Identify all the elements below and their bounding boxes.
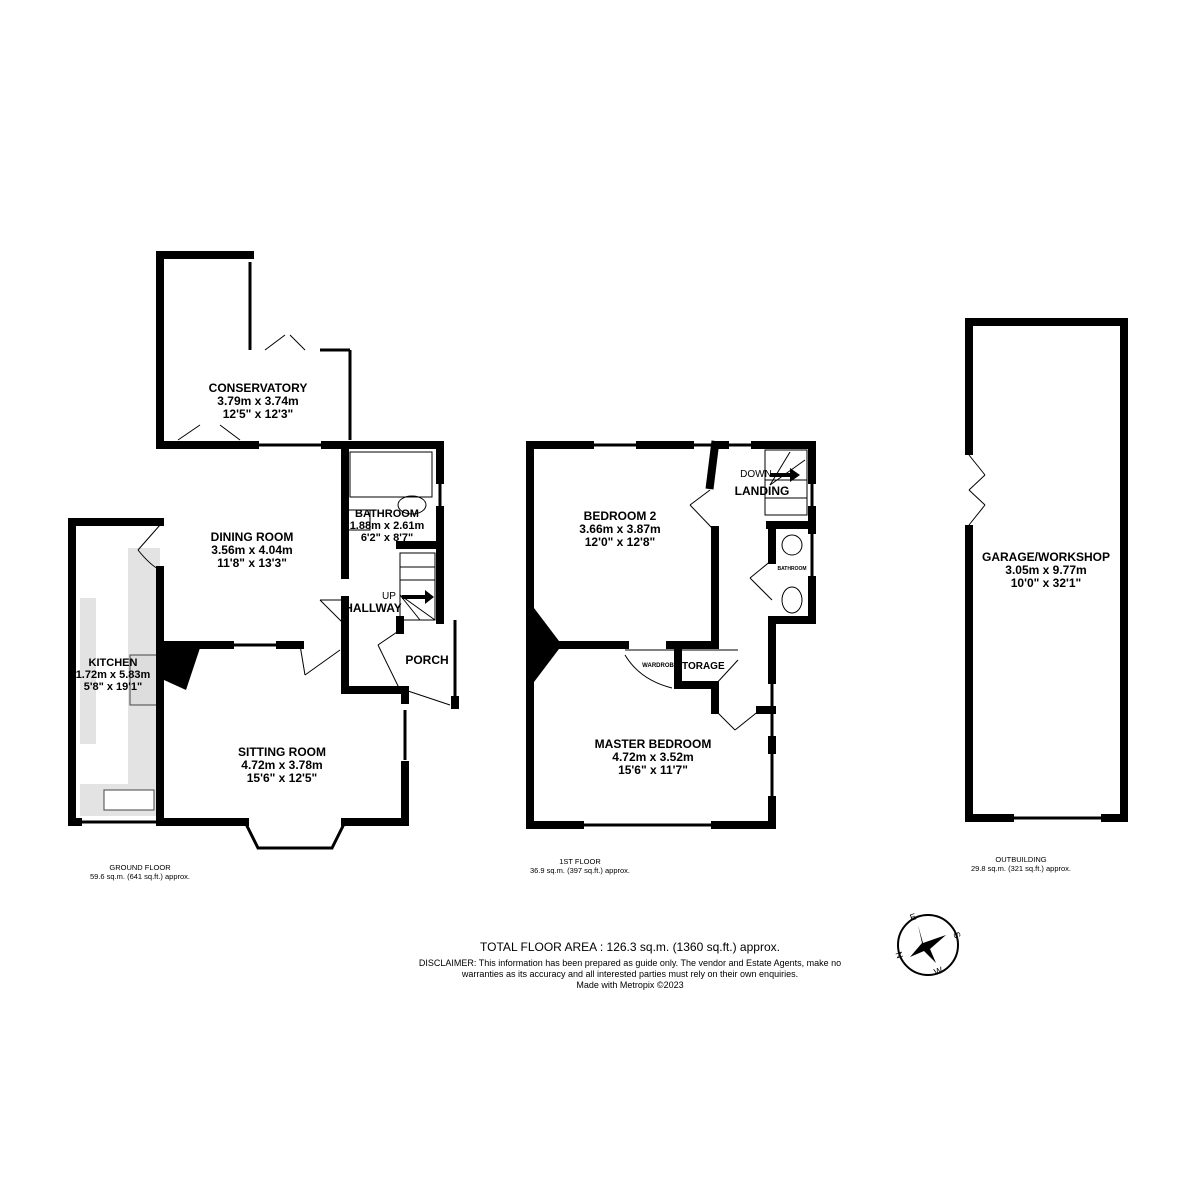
room-label-bedroom-2: BEDROOM 2 3.66m x 3.87m 12'0" x 12'8" [579,510,660,549]
room-imperial: 6'2" x 8'7" [360,532,414,544]
stairs-up-label: UP [382,591,396,602]
shower-tray-icon [349,451,433,498]
room-label-master-bedroom: MASTER BEDROOM 4.72m x 3.52m 15'6" x 11'… [595,738,712,777]
room-imperial: 11'8" x 13'3" [217,556,287,570]
first-floor-caption: 1ST FLOOR 36.9 sq.m. (397 sq.ft.) approx… [530,857,630,875]
room-metric: 3.79m x 3.74m [217,394,299,408]
disclaimer: DISCLAIMER: This information has been pr… [419,958,841,991]
stairs-down-label: DOWN [740,469,772,480]
room-name: BATHROOM [355,508,419,520]
first-floor-plan [526,440,816,829]
room-imperial: 15'6" x 11'7" [618,763,688,777]
room-metric: 3.66m x 3.87m [579,522,661,536]
room-metric: 3.05m x 9.77m [1005,563,1087,577]
floor-name: GROUND FLOOR [109,863,171,872]
floor-area: 29.8 sq.m. (321 sq.ft.) approx. [970,864,1072,873]
room-label-bathroom: BATHROOM 1.88m x 2.61m 6'2" x 8'7" [350,508,425,544]
chimney-breast [164,648,200,690]
room-name: LANDING [734,484,790,498]
room-metric: 4.72m x 3.78m [241,758,323,772]
sink-icon [103,789,155,811]
floor-name: 1ST FLOOR [559,857,601,866]
room-metric: 3.56m x 4.04m [211,543,293,557]
room-name: HALLWAY [344,601,402,615]
room-label-hallway: HALLWAY [344,602,402,615]
stairs-arrow-icon [770,468,800,482]
room-name: MASTER BEDROOM [594,737,712,751]
room-label-wardrobe: WARDROBE [642,663,678,670]
kitchen-counter [80,598,96,744]
ground-floor-plan [68,251,459,850]
room-name: DINING ROOM [210,530,294,544]
disclaimer-line: DISCLAIMER: This information has been pr… [418,958,842,968]
room-metric: 1.72m x 5.83m [75,669,151,681]
stairs [764,449,808,516]
stairs-arrow-icon [402,590,434,604]
basin-icon [781,534,803,556]
room-imperial: 5'8" x 19'1" [83,681,143,693]
outbuilding-plan [964,318,1128,822]
room-label-sitting-room: SITTING ROOM 4.72m x 3.78m 15'6" x 12'5" [238,746,326,785]
toilet-icon [781,586,803,614]
compass-rose-icon [897,914,959,976]
room-imperial: 10'0" x 32'1" [1010,576,1082,590]
room-imperial: 15'6" x 12'5" [246,771,318,785]
room-label-storage: STORAGE [675,660,724,673]
chimney-breast [534,608,562,682]
outbuilding-caption: OUTBUILDING 29.8 sq.m. (321 sq.ft.) appr… [971,855,1071,873]
room-name: KITCHEN [88,657,138,669]
room-name: PORCH [405,653,449,667]
room-label-conservatory: CONSERVATORY 3.79m x 3.74m 12'5" x 12'3" [209,382,308,421]
basin-icon [347,509,371,531]
floor-name: OUTBUILDING [995,855,1047,864]
room-name: STORAGE [675,661,725,672]
room-label-porch: PORCH [405,654,448,667]
room-label-bathroom: BATHROOM [777,566,806,572]
floor-area: 59.6 sq.m. (641 sq.ft.) approx. [89,872,191,881]
toilet-icon [397,495,427,515]
room-label-garage-workshop: GARAGE/WORKSHOP 3.05m x 9.77m 10'0" x 32… [982,551,1110,590]
room-metric: 4.72m x 3.52m [612,750,694,764]
room-name: GARAGE/WORKSHOP [981,550,1111,564]
room-name: SITTING ROOM [238,745,326,759]
total-floor-area: TOTAL FLOOR AREA : 126.3 sq.m. (1360 sq.… [480,940,780,954]
room-name: BATHROOM [777,566,807,572]
ground-floor-caption: GROUND FLOOR 59.6 sq.m. (641 sq.ft.) app… [90,863,190,881]
room-label-landing: LANDING [735,485,790,498]
room-imperial: 12'5" x 12'3" [222,407,294,421]
room-label-kitchen: KITCHEN 1.72m x 5.83m 5'8" x 19'1" [76,657,151,693]
room-label-dining-room: DINING ROOM 3.56m x 4.04m 11'8" x 13'3" [211,531,294,570]
room-metric: 1.88m x 2.61m [349,520,425,532]
room-name: BEDROOM 2 [583,509,657,523]
floor-area: 36.9 sq.m. (397 sq.ft.) approx. [529,866,631,875]
disclaimer-line: warranties as its accuracy and all inter… [461,969,799,979]
stairs [399,552,436,621]
room-name: WARDROBE [642,663,678,669]
room-name: CONSERVATORY [208,381,308,395]
room-imperial: 12'0" x 12'8" [584,535,656,549]
credit: Made with Metropix ©2023 [576,980,684,990]
